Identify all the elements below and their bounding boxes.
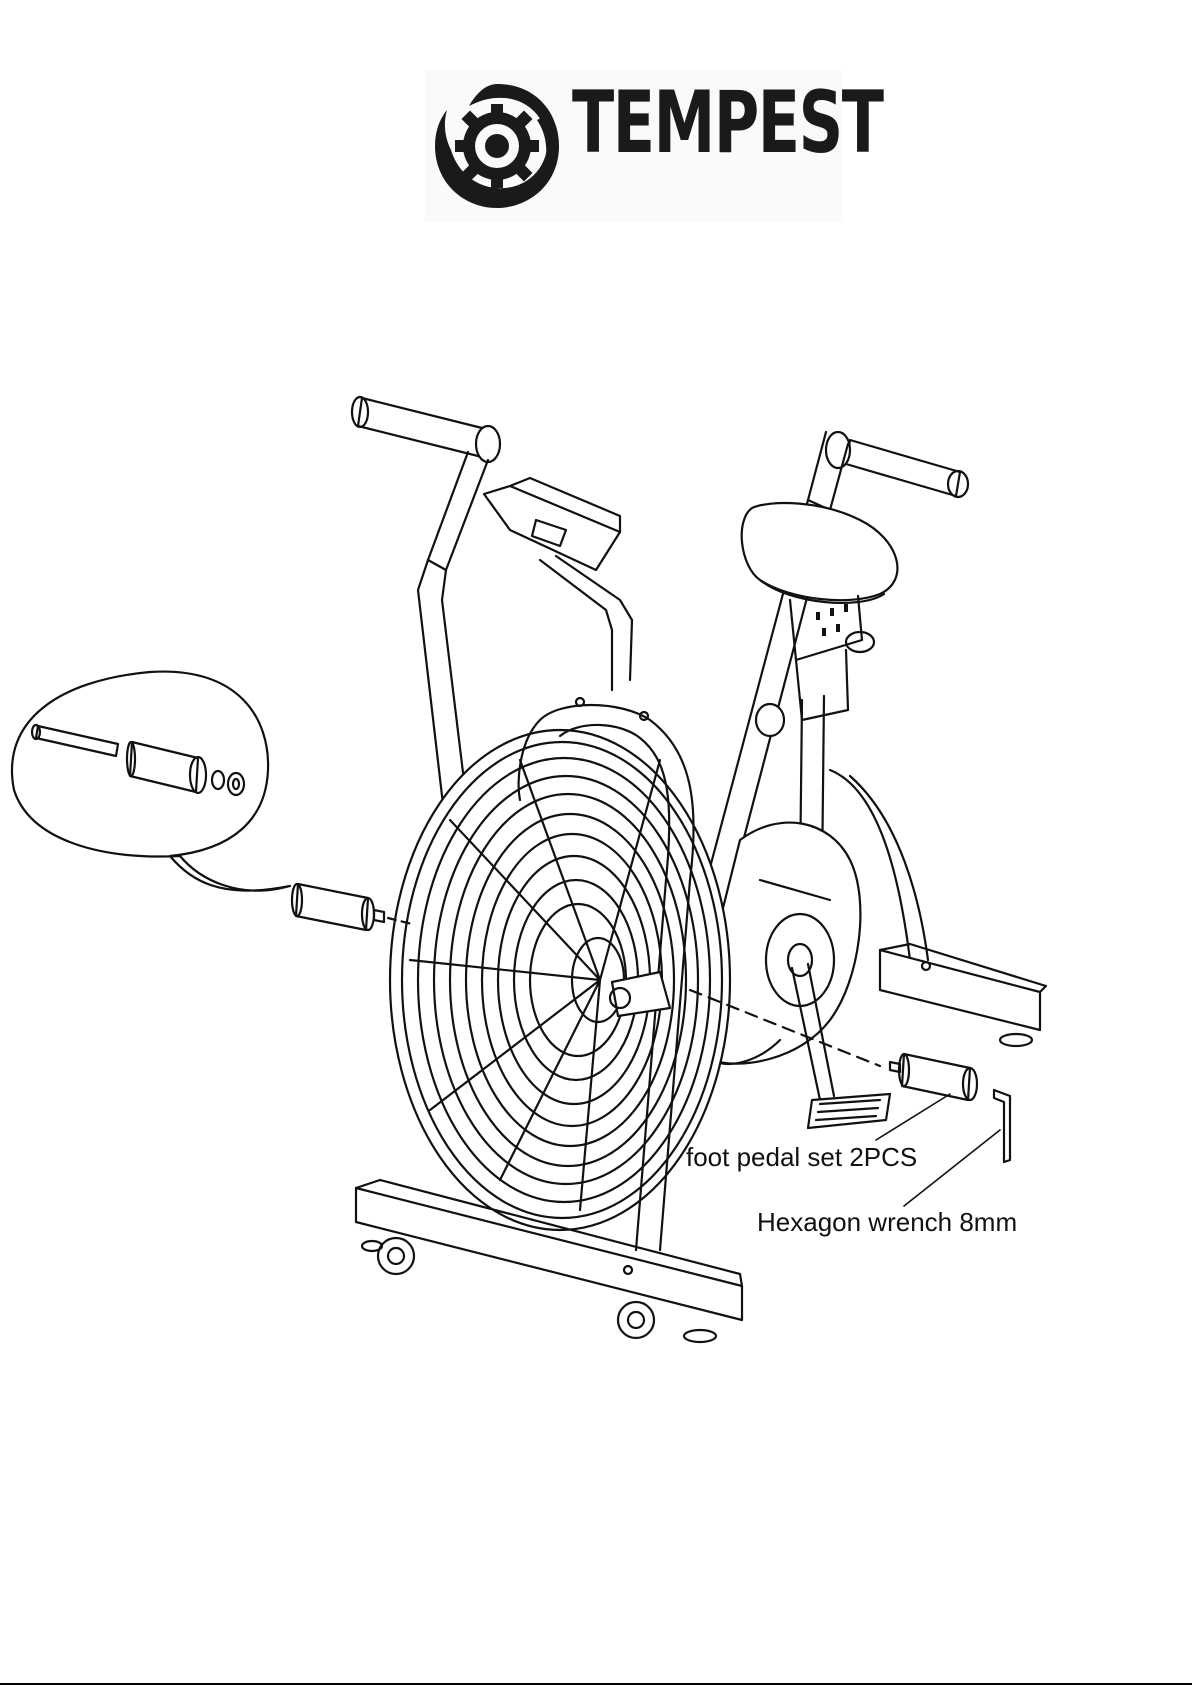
seat [742,503,898,720]
right-handle-grip [826,432,968,497]
left-handle-grip [352,397,500,462]
console [484,478,632,690]
fan-wheel [390,730,730,1230]
callout-bubble [12,672,290,891]
wrench-leader-line [904,1130,1000,1206]
foot-pedal-label: foot pedal set 2PCS [686,1142,917,1173]
rear-frame [830,770,1046,1046]
hex-wrench-drawing [994,1090,1010,1162]
hex-wrench-label: Hexagon wrench 8mm [757,1207,1017,1238]
